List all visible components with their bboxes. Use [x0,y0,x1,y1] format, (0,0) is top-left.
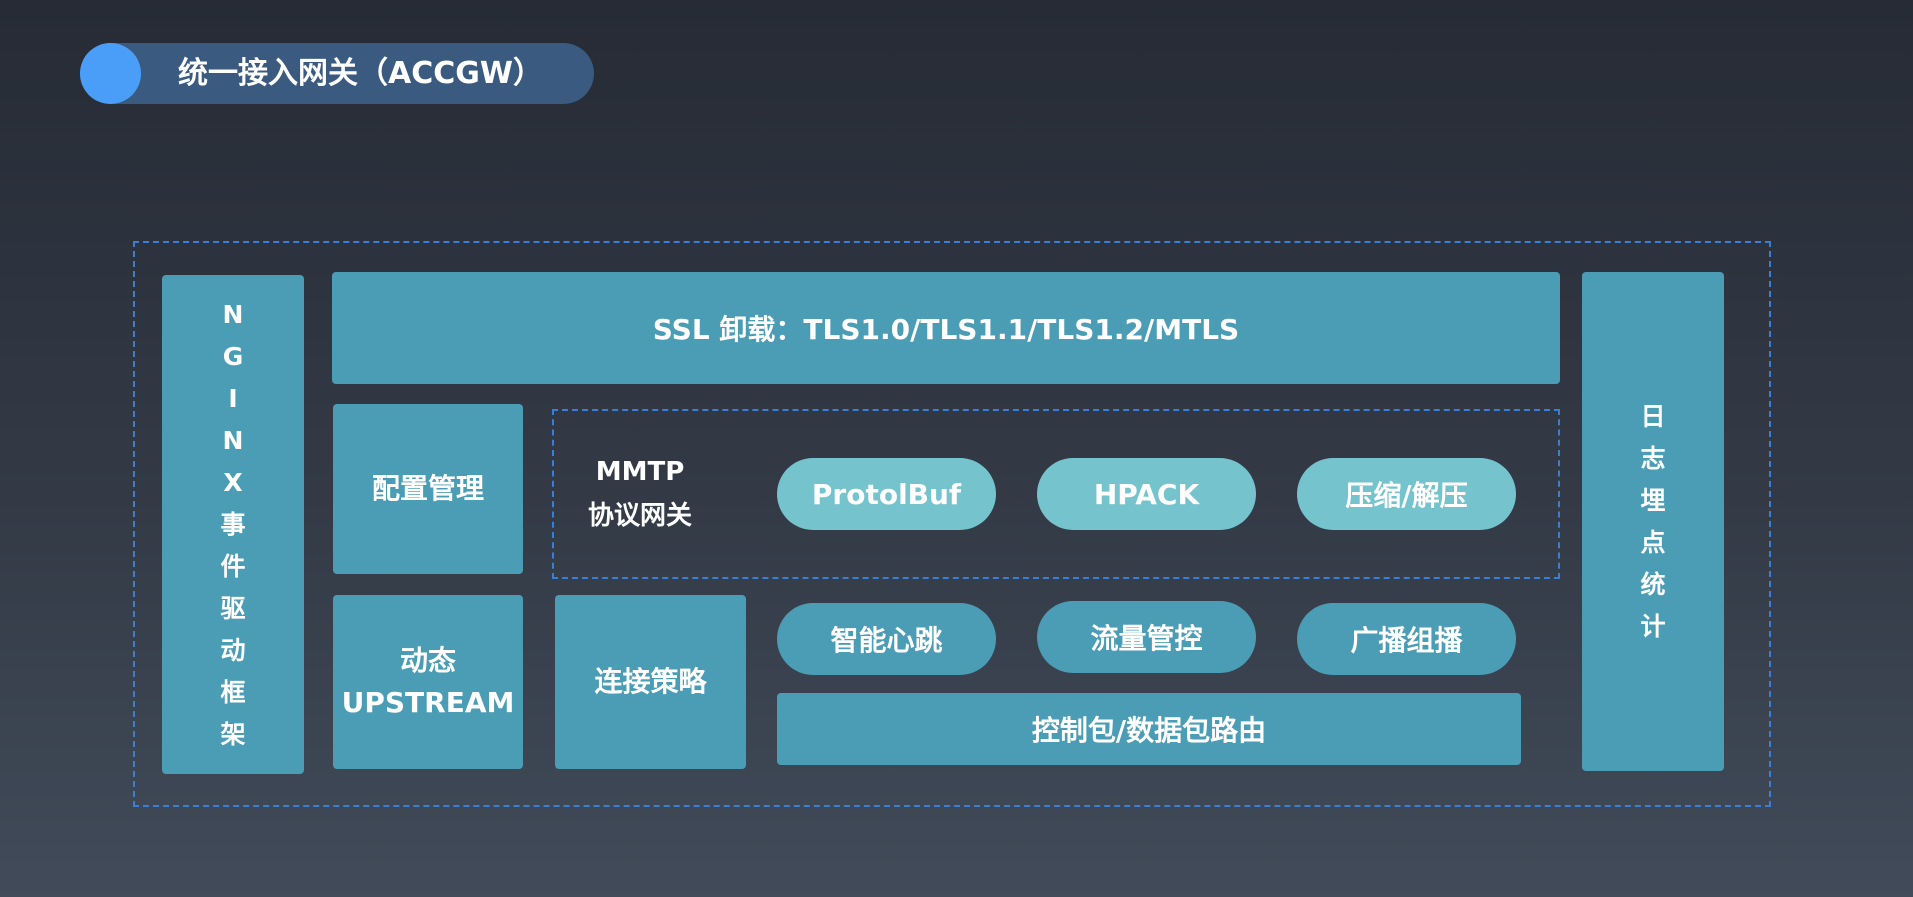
nginx-char: 动 [220,635,246,665]
connection-strategy-box: 连接策略 [555,595,746,769]
stats-char: 计 [1640,611,1666,641]
stats-char: 埋 [1640,485,1666,515]
traffic-control-pill: 流量管控 [1037,601,1256,673]
dynamic-upstream-box: 动态 UPSTREAM [333,595,523,769]
stats-char: 日 [1640,401,1666,431]
page-title: 统一接入网关（ACCGW） [178,56,543,91]
nginx-char: X [223,467,243,497]
stats-char: 统 [1640,569,1666,599]
mmtp-gateway-boundary [552,409,1560,579]
protobuf-pill: ProtolBuf [777,458,996,530]
ssl-offload-box: SSL 卸载：TLS1.0/TLS1.1/TLS1.2/MTLS [332,272,1560,384]
stats-char: 点 [1640,527,1666,557]
nginx-char: 事 [220,509,246,539]
nginx-char: N [222,425,244,455]
upstream-line2: UPSTREAM [341,686,515,719]
nginx-char: 驱 [220,593,246,623]
nginx-char: 件 [220,551,246,581]
nginx-char: N [222,299,244,329]
packet-routing-box: 控制包/数据包路由 [777,693,1521,765]
smart-heartbeat-pill: 智能心跳 [777,603,996,675]
stats-char: 志 [1640,443,1666,473]
accgw-boundary [133,241,1771,807]
compression-pill: 压缩/解压 [1297,458,1516,530]
nginx-char: 架 [220,719,246,749]
nginx-framework-box: N G I N X 事 件 驱 动 框 架 [162,275,304,774]
mmtp-line1: MMTP [595,457,685,487]
nginx-char: G [222,341,244,371]
title-pill [80,43,594,104]
broadcast-multicast-pill: 广播组播 [1297,603,1516,675]
mmtp-gateway-label: MMTP 协议网关 [565,450,715,538]
mmtp-line2: 协议网关 [587,501,692,531]
log-statistics-box: 日 志 埋 点 统 计 [1582,272,1724,771]
hpack-pill: HPACK [1037,458,1256,530]
nginx-char: 框 [220,677,246,707]
config-management-box: 配置管理 [333,404,523,574]
title-dot-icon [80,43,141,104]
nginx-char: I [228,383,238,413]
upstream-line1: 动态 [399,644,456,677]
